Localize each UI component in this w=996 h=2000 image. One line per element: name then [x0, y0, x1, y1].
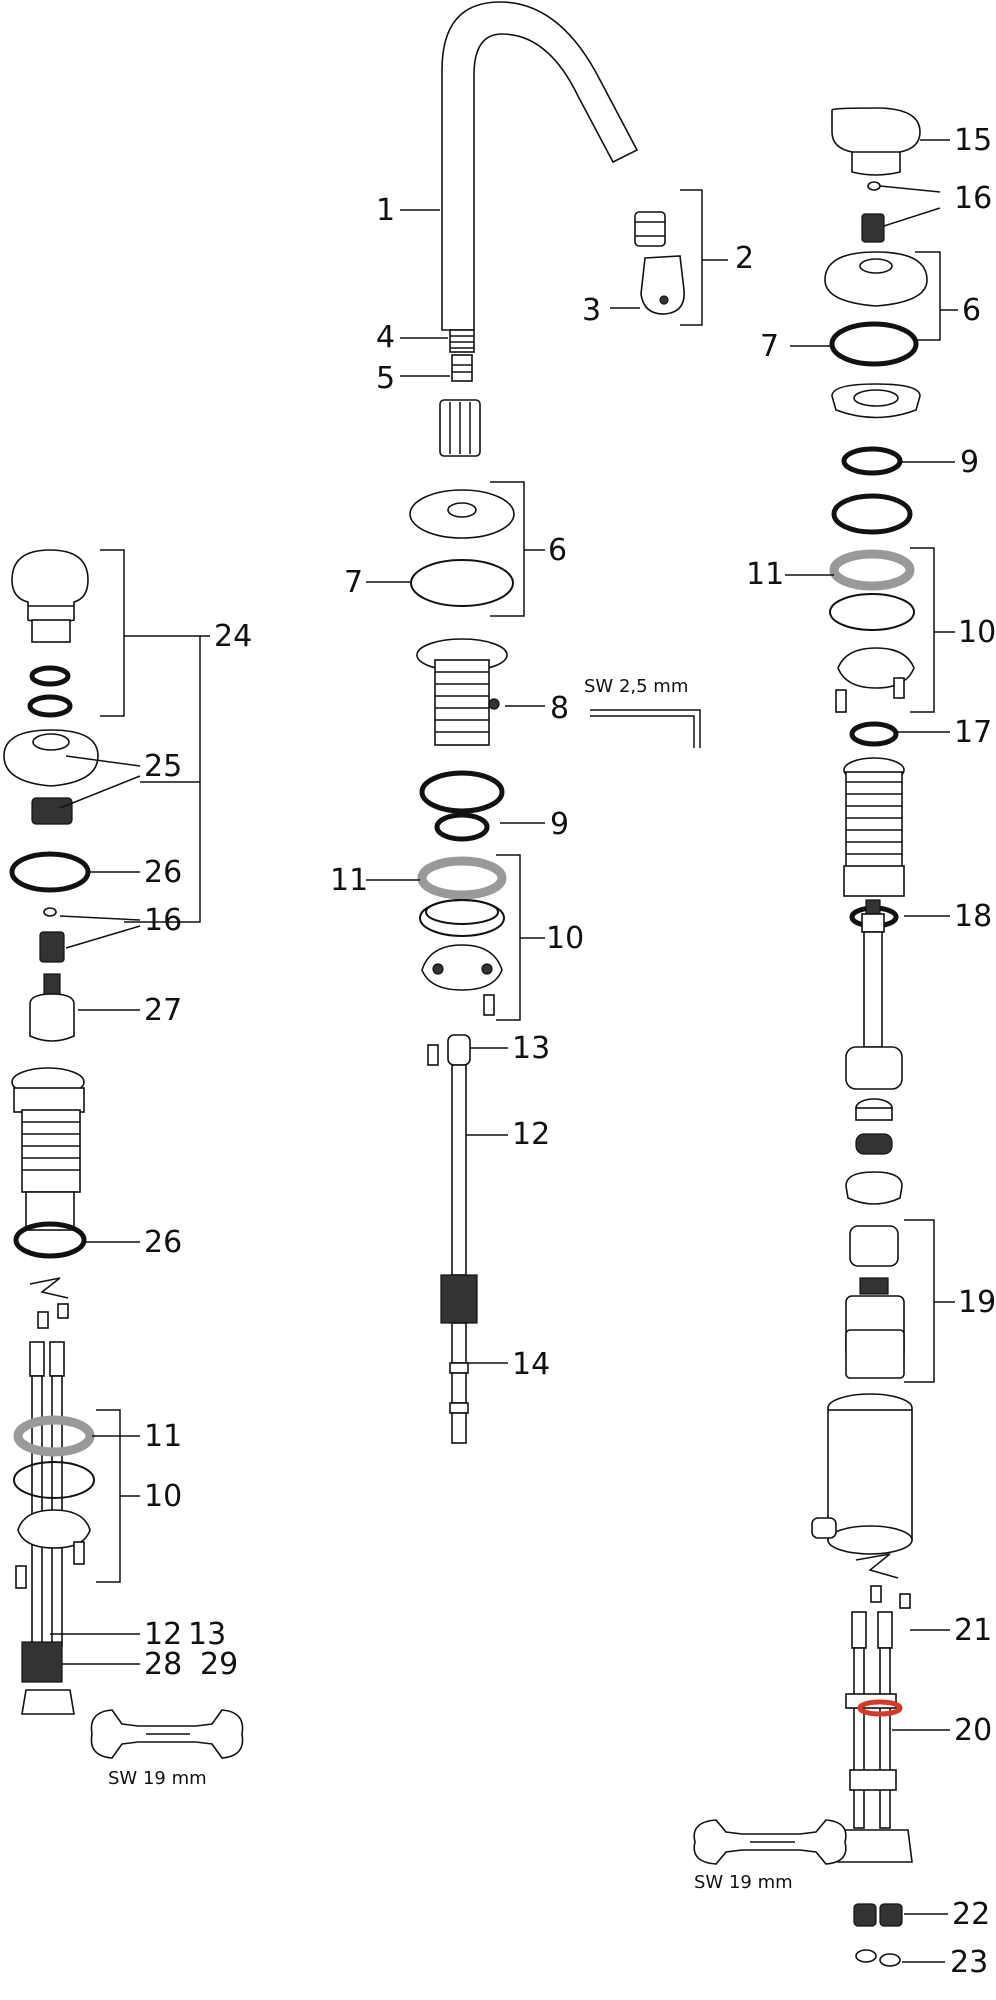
label-7-right: 7 [760, 329, 780, 364]
label-28: 28 [144, 1647, 183, 1682]
label-7-center: 7 [344, 565, 364, 600]
center-leaders [366, 189, 728, 1364]
wrench-left-size-label: SW 19 mm [108, 1768, 207, 1789]
label-19: 19 [958, 1285, 996, 1320]
label-11-right: 11 [746, 557, 785, 592]
left-leaders [50, 549, 210, 1665]
label-9-center: 9 [550, 807, 570, 842]
label-17: 17 [954, 715, 993, 750]
wrench-right-size-label: SW 19 mm [694, 1872, 793, 1893]
label-22: 22 [952, 1897, 991, 1932]
label-11-center: 11 [330, 863, 369, 898]
label-10-center: 10 [546, 921, 585, 956]
handle-right-assembly [693, 107, 928, 1967]
label-26-bottom: 26 [144, 1225, 183, 1260]
label-4: 4 [376, 320, 396, 355]
label-16-left: 16 [144, 903, 183, 938]
label-13-center: 13 [512, 1031, 551, 1066]
label-24: 24 [214, 619, 253, 654]
label-9-right: 9 [960, 445, 980, 480]
label-6-right: 6 [962, 293, 982, 328]
spout-assembly [409, 1, 701, 1444]
label-8: 8 [550, 691, 570, 726]
label-10-left: 10 [144, 1479, 183, 1514]
label-5: 5 [376, 361, 396, 396]
label-13-left: 13 [188, 1617, 227, 1652]
label-11-left: 11 [144, 1419, 183, 1454]
label-23: 23 [950, 1945, 989, 1980]
label-10-right: 10 [958, 615, 996, 650]
handle-left-assembly [3, 549, 244, 1759]
label-26-top: 26 [144, 855, 183, 890]
label-3: 3 [582, 293, 602, 328]
label-29: 29 [200, 1647, 239, 1682]
label-20: 20 [954, 1713, 993, 1748]
label-1: 1 [376, 193, 396, 228]
label-6-center: 6 [548, 533, 568, 568]
label-12-center: 12 [512, 1117, 551, 1152]
label-21: 21 [954, 1613, 993, 1648]
label-27: 27 [144, 993, 183, 1028]
hex-key-size-label: SW 2,5 mm [584, 676, 689, 697]
right-leaders [785, 139, 958, 1963]
label-15: 15 [954, 123, 993, 158]
label-14: 14 [512, 1347, 551, 1382]
label-25: 25 [144, 749, 183, 784]
label-2: 2 [735, 241, 755, 276]
label-18: 18 [954, 899, 993, 934]
label-12-left: 12 [144, 1617, 183, 1652]
label-16-right: 16 [954, 181, 993, 216]
